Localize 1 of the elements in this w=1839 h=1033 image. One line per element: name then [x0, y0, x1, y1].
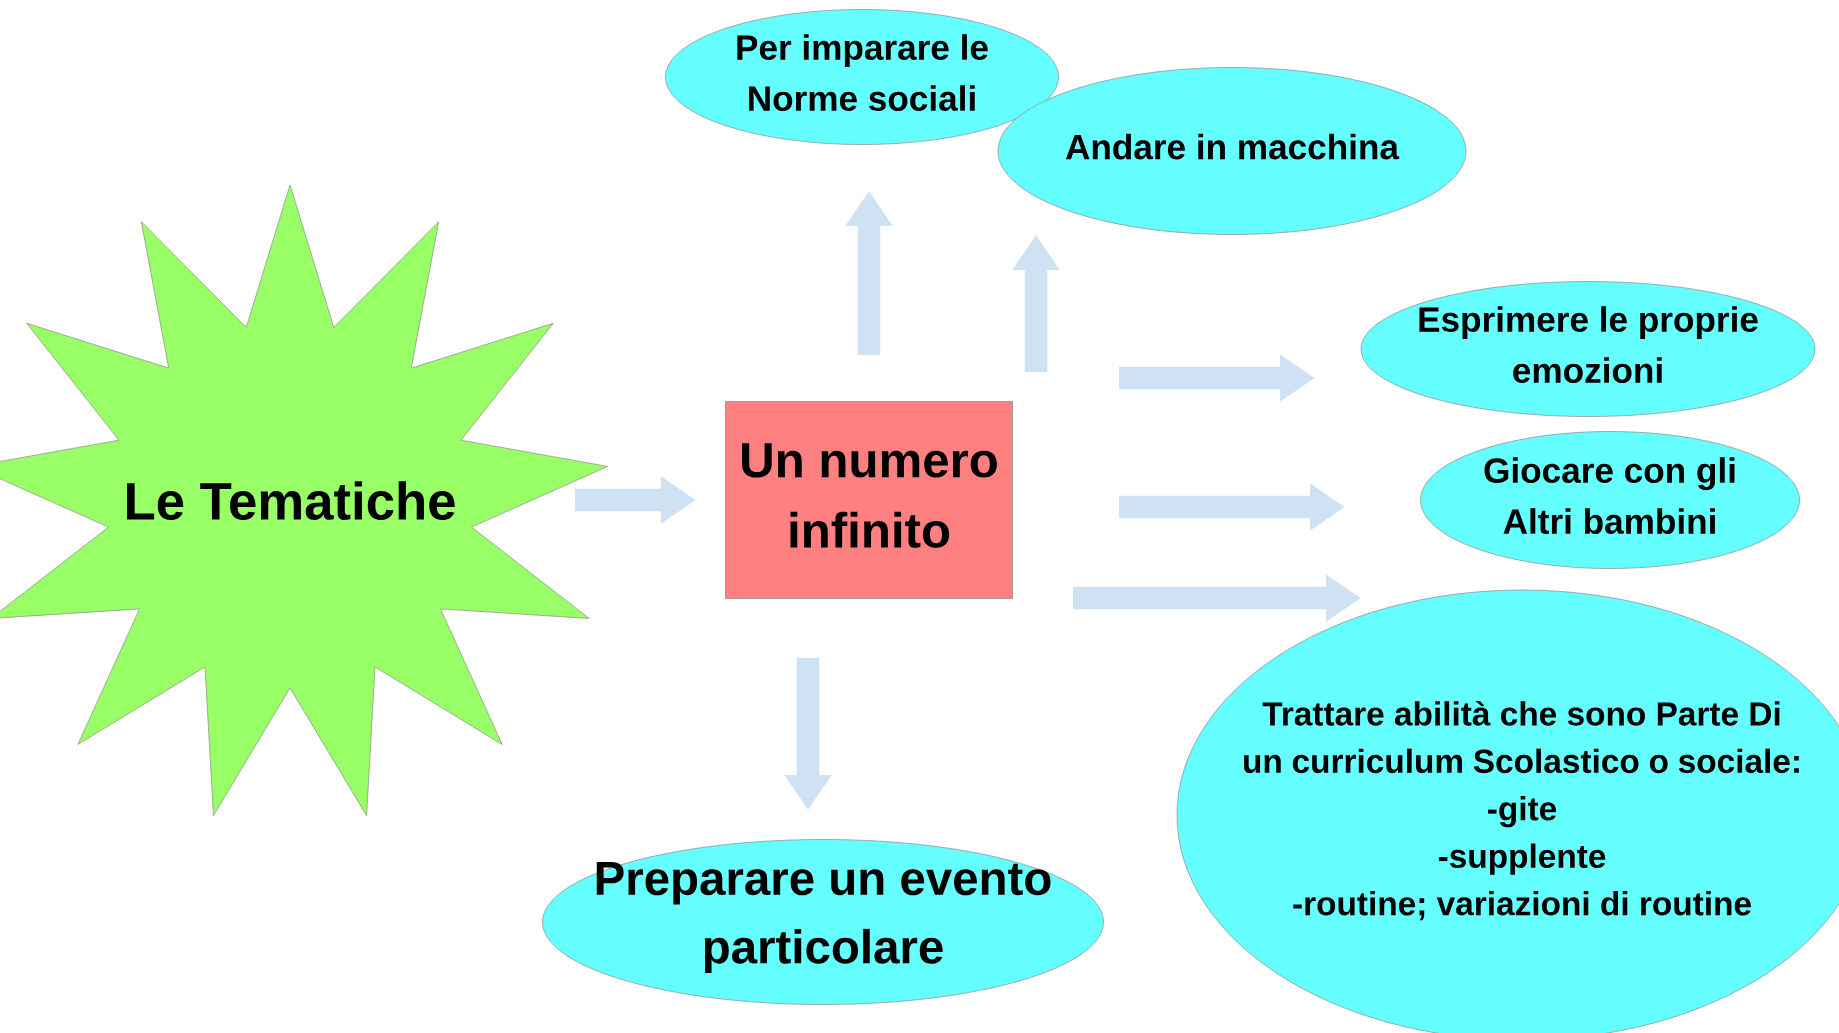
topic-box: Un numero infinito	[725, 401, 1013, 599]
